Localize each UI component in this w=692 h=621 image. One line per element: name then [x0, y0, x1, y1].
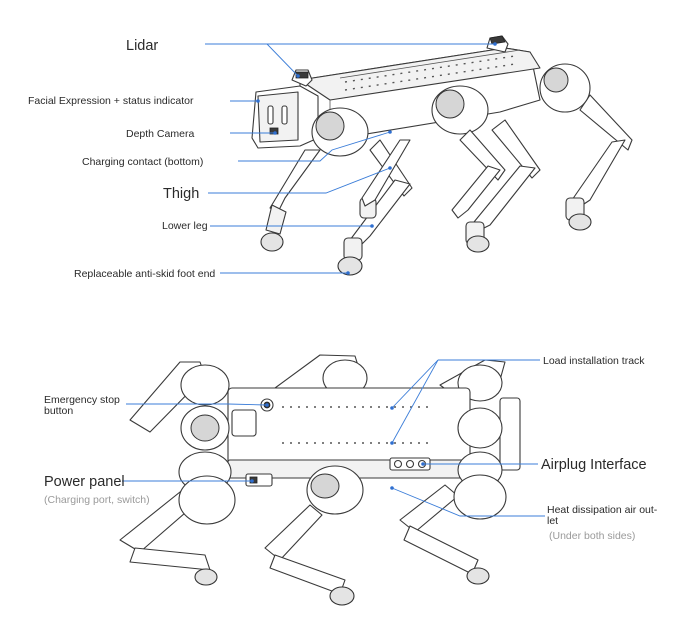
label-charging-contact: Charging contact (bottom)	[82, 156, 203, 168]
top-view-upper-legs	[129, 354, 506, 433]
label-emergency-stop-1: Emergency stop	[44, 394, 120, 406]
leader-lines	[122, 42, 545, 517]
head-unit	[251, 85, 319, 149]
label-heat-sub: (Under both sides)	[549, 530, 635, 542]
top-view-lower-legs	[119, 474, 507, 606]
robot-top-view	[119, 354, 521, 606]
robot-side-view	[251, 35, 633, 276]
label-airplug: Airplug Interface	[541, 457, 647, 473]
label-power-panel-sub: (Charging port, switch)	[44, 494, 150, 506]
label-emergency-stop-2: button	[44, 405, 73, 417]
top-view-hips	[178, 405, 503, 515]
label-facial-expression: Facial Expression + status indicator	[28, 95, 194, 107]
label-heat-2: let	[547, 515, 558, 527]
label-heat-1: Heat dissipation air out-	[547, 504, 658, 516]
rear-right-leg	[539, 63, 633, 231]
label-foot-end: Replaceable anti-skid foot end	[74, 268, 215, 280]
front-left-leg	[260, 149, 321, 252]
rear-left-leg	[465, 119, 541, 253]
label-lower-leg: Lower leg	[162, 220, 208, 232]
label-lidar: Lidar	[126, 38, 158, 54]
label-power-panel: Power panel	[44, 474, 125, 490]
front-hip-motor	[311, 85, 489, 157]
labels: Lidar Facial Expression + status indicat…	[28, 38, 658, 542]
label-load-track: Load installation track	[543, 355, 645, 367]
label-thigh: Thigh	[163, 186, 199, 202]
mid-legs	[359, 129, 506, 219]
label-depth-camera: Depth Camera	[126, 128, 194, 140]
